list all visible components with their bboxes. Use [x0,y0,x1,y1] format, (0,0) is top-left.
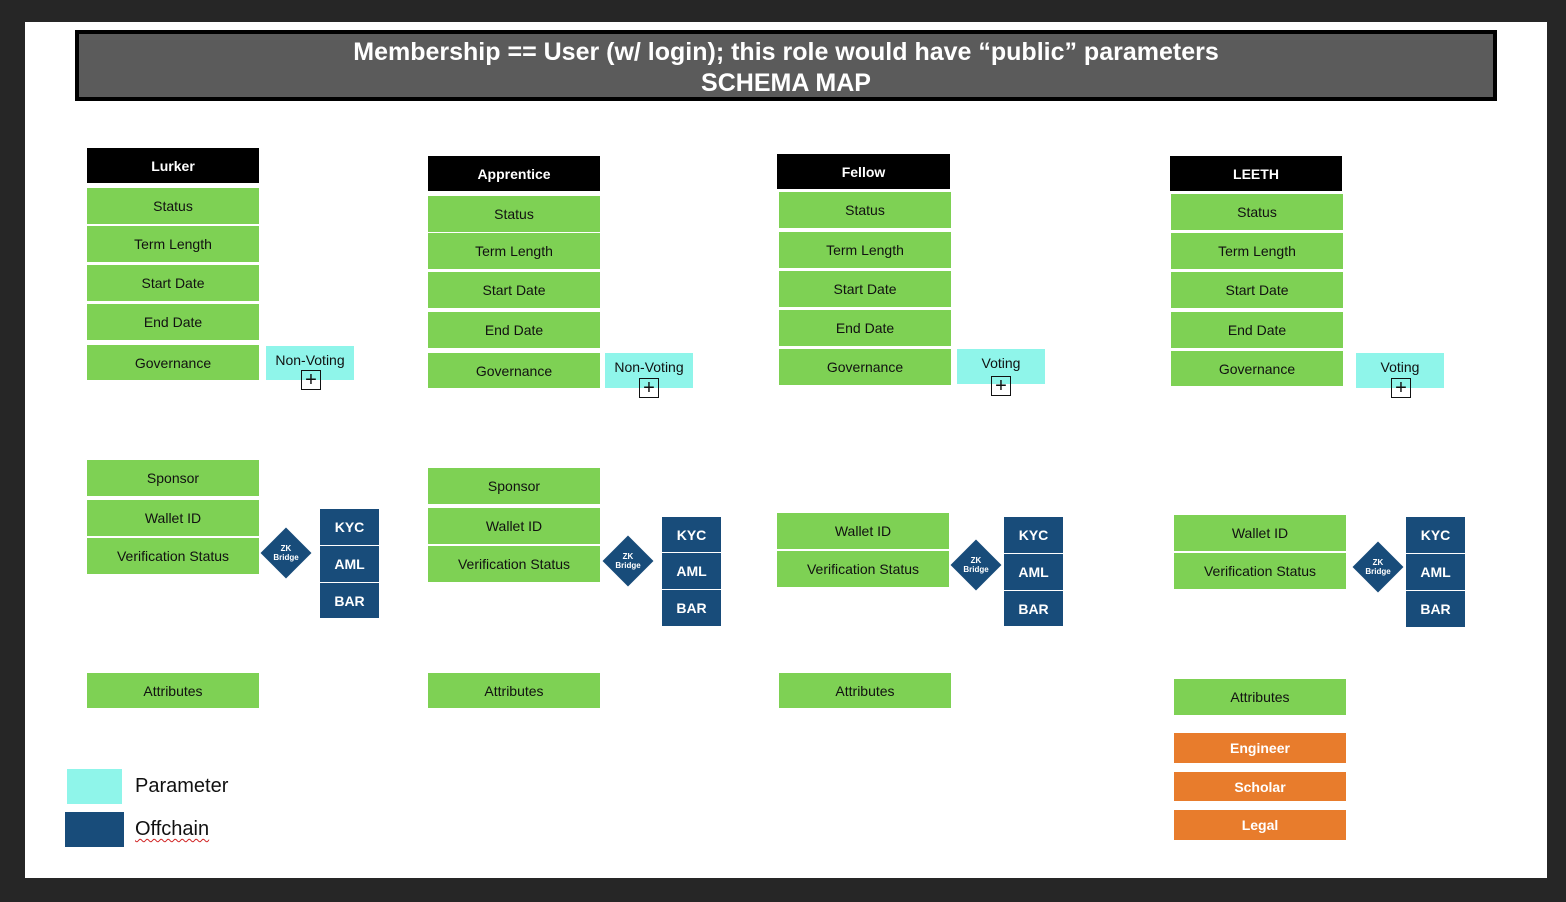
field-attributes: Attributes [778,672,952,709]
expand-plus-icon[interactable]: + [301,370,321,390]
attribute-scholar: Scholar [1173,771,1347,802]
header-title: Membership == User (w/ login); this role… [353,38,1219,66]
schema-header: Membership == User (w/ login); this role… [75,30,1497,101]
role-fellow: Fellow [777,154,950,189]
offchain-kyc: KYC [661,516,722,554]
field-start-date: Start Date [86,264,260,302]
expand-plus-icon[interactable]: + [991,376,1011,396]
zk-bridge-line1: ZK [622,552,634,561]
offchain-aml: AML [319,545,380,583]
field-status: Status [427,195,601,233]
field-wallet-id: Wallet ID [1173,514,1347,552]
field-start-date: Start Date [1170,271,1344,309]
field-governance: Governance [86,344,260,381]
field-verification-status: Verification Status [86,537,260,575]
offchain-kyc: KYC [319,508,380,546]
zk-bridge-line1: ZK [970,556,982,565]
zk-bridge-line2: Bridge [273,553,299,562]
field-term-length: Term Length [778,231,952,269]
field-governance: Governance [1170,350,1344,387]
field-attributes: Attributes [427,672,601,709]
offchain-aml: AML [1405,553,1466,591]
offchain-aml: AML [1003,553,1064,591]
field-end-date: End Date [778,309,952,347]
offchain-bar: BAR [319,582,380,619]
legend-parameter-swatch [67,769,122,804]
offchain-bar: BAR [1003,590,1064,627]
role-apprentice: Apprentice [428,156,600,191]
zk-bridge-line1: ZK [280,544,292,553]
field-status: Status [1170,193,1344,231]
offchain-aml: AML [661,552,722,590]
field-governance: Governance [778,348,952,386]
zk-bridge-line2: Bridge [615,561,641,570]
header-subtitle: SCHEMA MAP [701,69,871,97]
zk-bridge-line2: Bridge [963,565,989,574]
governance-parameter: Voting [957,349,1045,384]
legend-offchain-label: Offchain [135,818,210,840]
governance-parameter: Non-Voting [605,353,693,388]
field-attributes: Attributes [86,672,260,709]
field-sponsor: Sponsor [427,467,601,505]
attribute-engineer: Engineer [1173,732,1347,764]
field-wallet-id: Wallet ID [776,512,950,550]
field-verification-status: Verification Status [427,545,601,583]
governance-parameter: Non-Voting [266,346,354,380]
attribute-legal: Legal [1173,809,1347,841]
field-end-date: End Date [427,311,601,349]
field-start-date: Start Date [778,270,952,308]
field-verification-status: Verification Status [776,550,950,588]
governance-parameter: Voting [1356,353,1444,388]
offchain-bar: BAR [1405,590,1466,628]
field-governance: Governance [427,352,601,389]
expand-plus-icon[interactable]: + [1391,378,1411,398]
field-end-date: End Date [86,303,260,341]
field-term-length: Term Length [427,232,601,270]
field-verification-status: Verification Status [1173,552,1347,590]
zk-bridge-line2: Bridge [1365,567,1391,576]
offchain-kyc: KYC [1003,516,1064,554]
expand-plus-icon[interactable]: + [639,378,659,398]
role-lurker: Lurker [87,148,259,183]
legend-parameter-label: Parameter [135,775,229,797]
field-start-date: Start Date [427,271,601,309]
field-status: Status [778,191,952,229]
field-sponsor: Sponsor [86,459,260,497]
offchain-bar: BAR [661,589,722,627]
field-term-length: Term Length [1170,232,1344,270]
field-attributes: Attributes [1173,678,1347,716]
field-wallet-id: Wallet ID [427,507,601,545]
field-term-length: Term Length [86,225,260,263]
legend-offchain-swatch [65,812,124,847]
field-end-date: End Date [1170,311,1344,349]
zk-bridge-line1: ZK [1372,558,1384,567]
field-wallet-id: Wallet ID [86,499,260,537]
role-leeth: LEETH [1170,156,1342,191]
field-status: Status [86,187,260,225]
offchain-kyc: KYC [1405,516,1466,554]
